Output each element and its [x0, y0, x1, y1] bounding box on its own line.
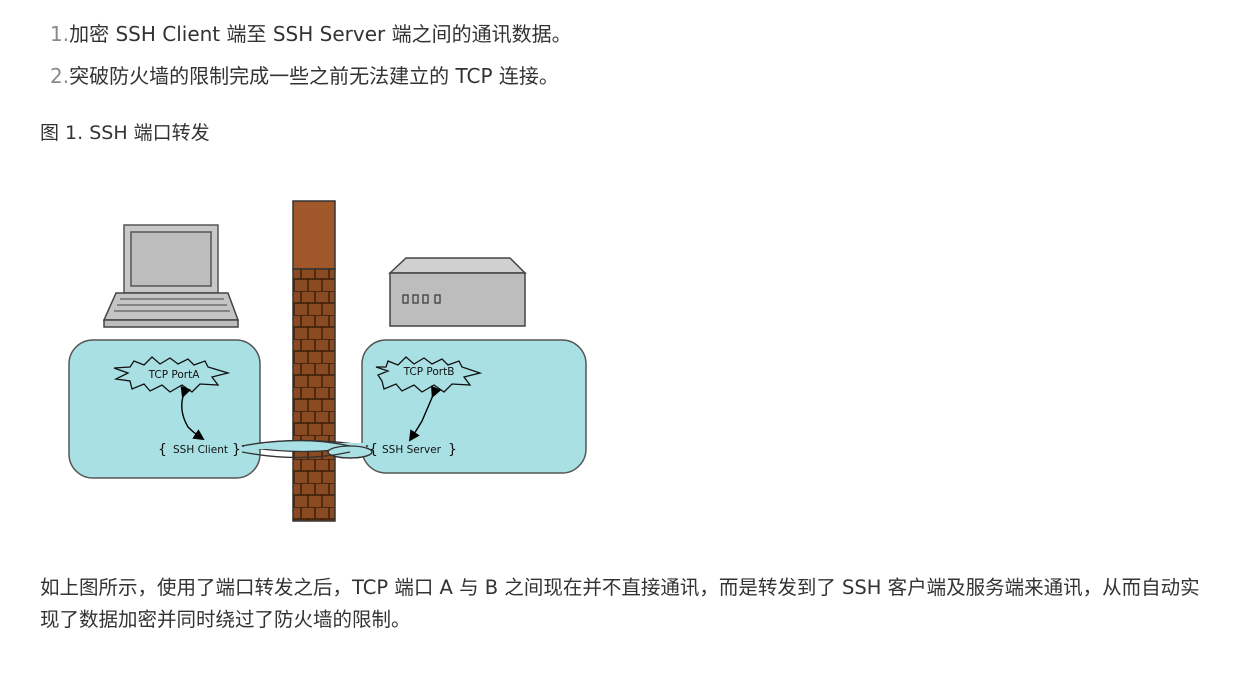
port-b-label: TCP PortB [403, 366, 455, 378]
list-number: 2. [50, 64, 70, 88]
port-a-label: TCP PortA [148, 369, 201, 381]
client-bracket-left: { [158, 442, 167, 458]
list-item: 2.突破防火墙的限制完成一些之前无法建立的 TCP 连接。 [50, 60, 572, 102]
server-bracket-left: { [369, 442, 378, 458]
ssh-client-label: SSH Client [173, 444, 228, 456]
server-bracket-right: } [448, 442, 457, 458]
server-icon [388, 257, 527, 327]
list-item: 1.加密 SSH Client 端至 SSH Server 端之间的通讯数据。 [50, 18, 572, 60]
ssh-tunnel [241, 439, 373, 459]
port-b-burst-icon [375, 356, 483, 393]
ssh-port-forwarding-diagram: TCP PortA TCP PortB { SSH Client } { SSH… [60, 195, 600, 530]
arrow-a [180, 385, 205, 441]
laptop-icon [102, 224, 240, 328]
arrow-b [408, 385, 442, 442]
figure-caption: 图 1. SSH 端口转发 [40, 122, 210, 144]
list-item-text: 突破防火墙的限制完成一些之前无法建立的 TCP 连接。 [69, 64, 559, 88]
list-number: 1. [50, 22, 70, 46]
ssh-server-label: SSH Server [382, 444, 442, 456]
client-bracket-right: } [232, 442, 241, 458]
body-paragraph: 如上图所示，使用了端口转发之后，TCP 端口 A 与 B 之间现在并不直接通讯，… [40, 576, 1200, 631]
numbered-list: 1.加密 SSH Client 端至 SSH Server 端之间的通讯数据。 … [50, 18, 572, 102]
port-a-burst-icon [113, 356, 231, 393]
list-item-text: 加密 SSH Client 端至 SSH Server 端之间的通讯数据。 [69, 22, 572, 46]
firewall-icon [292, 200, 336, 522]
